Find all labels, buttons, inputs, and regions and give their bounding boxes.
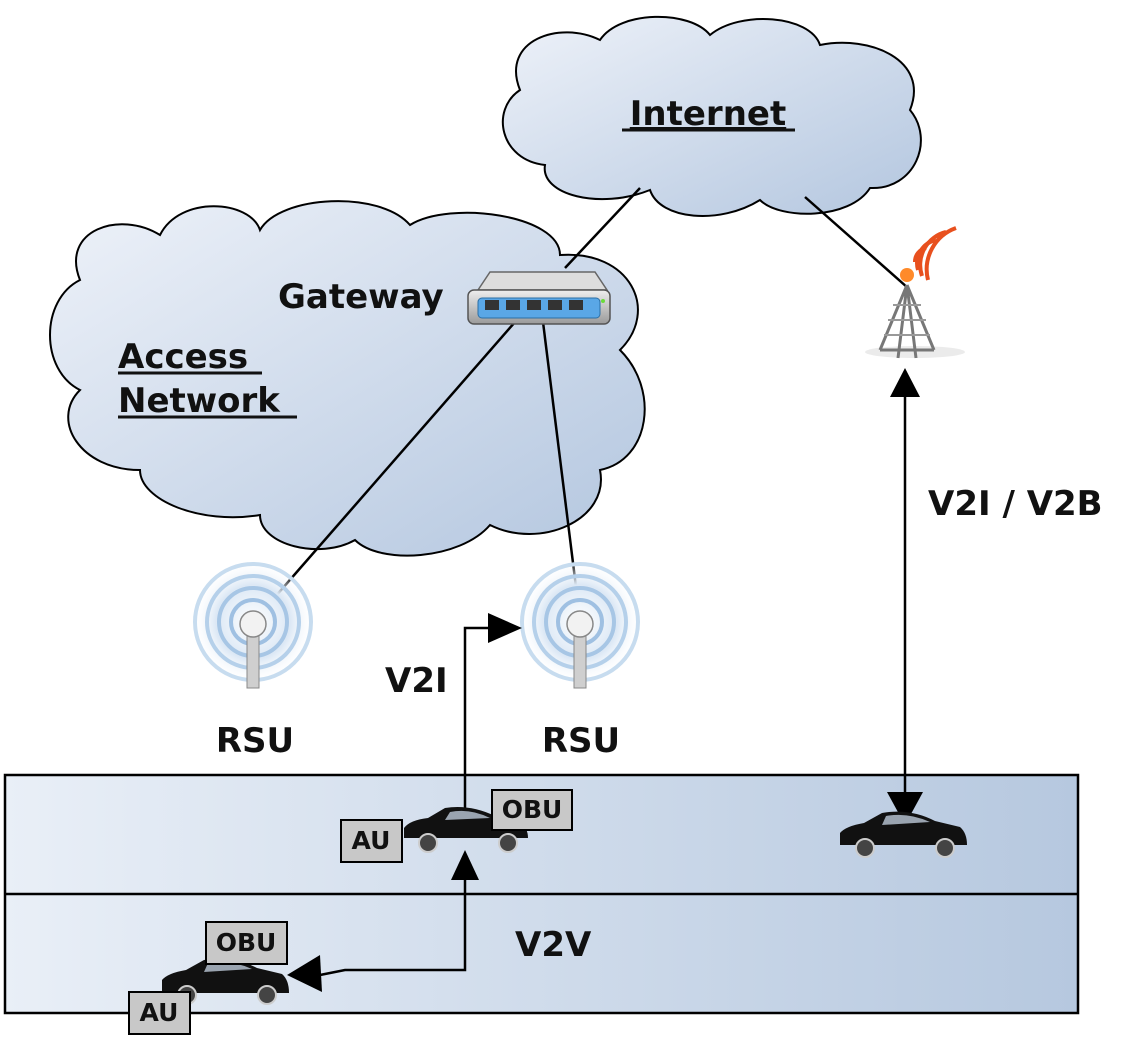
bottom-obu-label: OBU [216,928,277,957]
bottom-au-label: AU [140,998,179,1027]
bottom-obu-box: OBU [205,921,288,965]
internet-label: Internet [630,94,786,134]
internet-tower-link [804,196,909,289]
v2i-label: V2I [385,661,448,701]
gateway-rsu-right-link [541,321,580,604]
connection-lines [267,187,909,606]
v2v-label: V2V [515,925,592,965]
car-bottom-icon [162,958,289,1005]
v2i-v2b-label: V2I / V2B [928,484,1103,524]
access-network-label-line1: Access [118,337,248,377]
rsu-left-antenna-icon [191,560,315,689]
internet-gateway-link [564,187,641,269]
gateway-switch-icon [467,271,611,325]
access-network-label-line2: Network [118,381,281,421]
cell-tower-icon [865,226,965,359]
center-obu-box: OBU [491,789,573,831]
gateway-rsu-left-link [267,321,516,606]
access-network-cloud [49,200,646,557]
v2v-arrow [319,870,467,977]
car-right-icon [840,811,967,858]
center-au-box: AU [340,819,403,863]
communication-arrows [287,368,923,992]
center-obu-label: OBU [502,795,563,824]
rsu-right-antenna-icon [518,560,642,689]
gateway-label: Gateway [278,277,444,317]
rsu-left-label: RSU [216,721,294,761]
center-au-label: AU [352,826,391,855]
rsu-right-label: RSU [542,721,620,761]
internet-cloud [501,15,922,217]
bottom-au-box: AU [128,991,191,1035]
